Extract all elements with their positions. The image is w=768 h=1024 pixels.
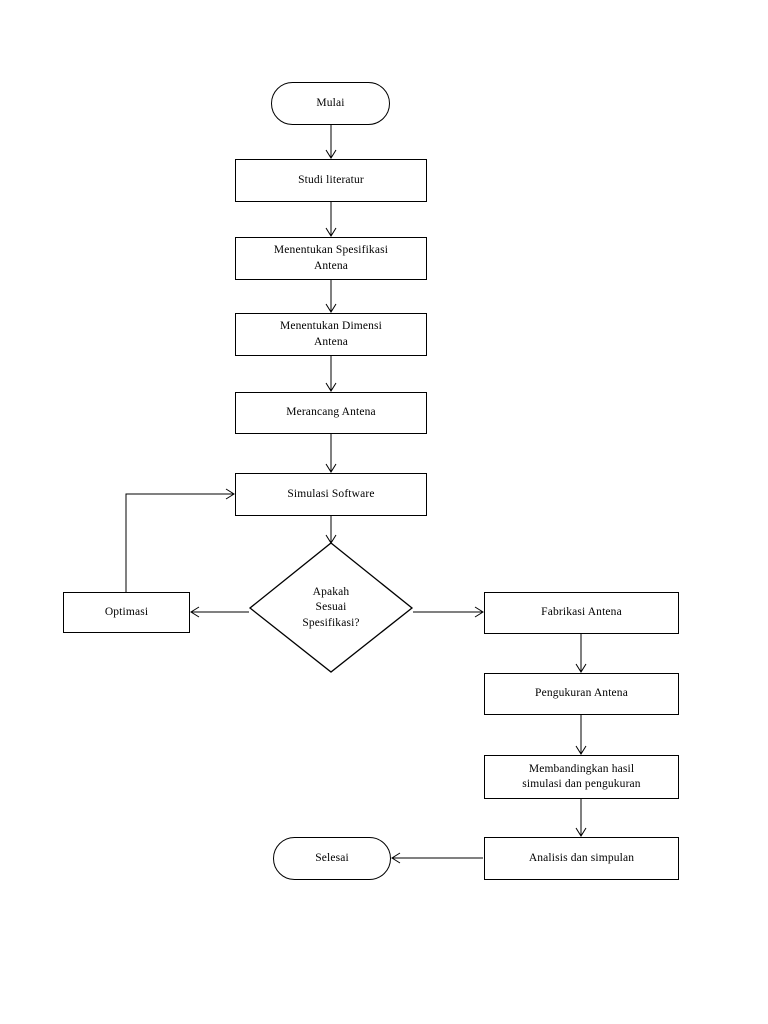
connector-pengukuran-to-membandingkan [575,715,587,755]
node-label-selesai: Selesai [315,851,349,864]
node-label-membandingkan-hasil: Membandingkan hasil simulasi dan penguku… [522,762,641,790]
node-label-pengukuran-antena: Pengukuran Antena [535,687,628,700]
node-mulai[interactable]: Mulai [271,82,390,125]
connector-simulasi-to-apakah-sesuai [325,516,337,544]
node-label-studi-literatur: Studi literatur [298,173,364,186]
node-merancang-antena[interactable]: Merancang Antena [235,392,427,434]
node-label-analisis-dan-simpulan: Analisis dan simpulan [528,851,635,864]
connector-fabrikasi-to-pengukuran [575,634,587,673]
connector-spesifikasi-to-dimensi [325,280,337,313]
node-simulasi-software[interactable]: Simulasi Software [235,473,427,516]
node-studi-literatur[interactable]: Studi literatur [235,159,427,202]
connector-studi-literatur-to-spesifikasi [325,202,337,237]
node-label-apakah-sesuai-spesifikasi: Apakah Sesuai Spesifikasi? [302,585,360,629]
node-optimasi[interactable]: Optimasi [63,592,190,633]
node-label-merancang-antena: Merancang Antena [286,406,376,419]
connector-merancang-to-simulasi [325,434,337,473]
connector-analisis-to-selesai [391,852,483,864]
connector-dimensi-to-merancang [325,356,337,392]
connector-apakah-sesuai-to-fabrikasi [413,606,484,618]
node-label-simulasi-software: Simulasi Software [287,487,375,500]
connector-optimasi-to-simulasi-feedback [125,488,235,592]
node-label-menentukan-dimensi-antena: Menentukan Dimensi Antena [279,320,383,348]
node-apakah-sesuai-spesifikasi[interactable]: Apakah Sesuai Spesifikasi? [250,543,412,673]
connector-membandingkan-to-analisis [575,799,587,837]
node-label-mulai: Mulai [316,96,345,109]
node-fabrikasi-antena[interactable]: Fabrikasi Antena [484,592,679,634]
connector-mulai-to-studi-literatur [325,125,337,159]
node-menentukan-spesifikasi-antena[interactable]: Menentukan Spesifikasi Antena [235,237,427,280]
node-selesai[interactable]: Selesai [273,837,391,880]
node-label-menentukan-spesifikasi-antena: Menentukan Spesifikasi Antena [273,244,389,272]
node-label-optimasi: Optimasi [104,605,149,618]
node-pengukuran-antena[interactable]: Pengukuran Antena [484,673,679,715]
node-label-fabrikasi-antena: Fabrikasi Antena [541,606,622,619]
node-menentukan-dimensi-antena[interactable]: Menentukan Dimensi Antena [235,313,427,356]
node-membandingkan-hasil[interactable]: Membandingkan hasil simulasi dan penguku… [484,755,679,799]
node-analisis-dan-simpulan[interactable]: Analisis dan simpulan [484,837,679,880]
connector-apakah-sesuai-to-optimasi [190,606,249,618]
